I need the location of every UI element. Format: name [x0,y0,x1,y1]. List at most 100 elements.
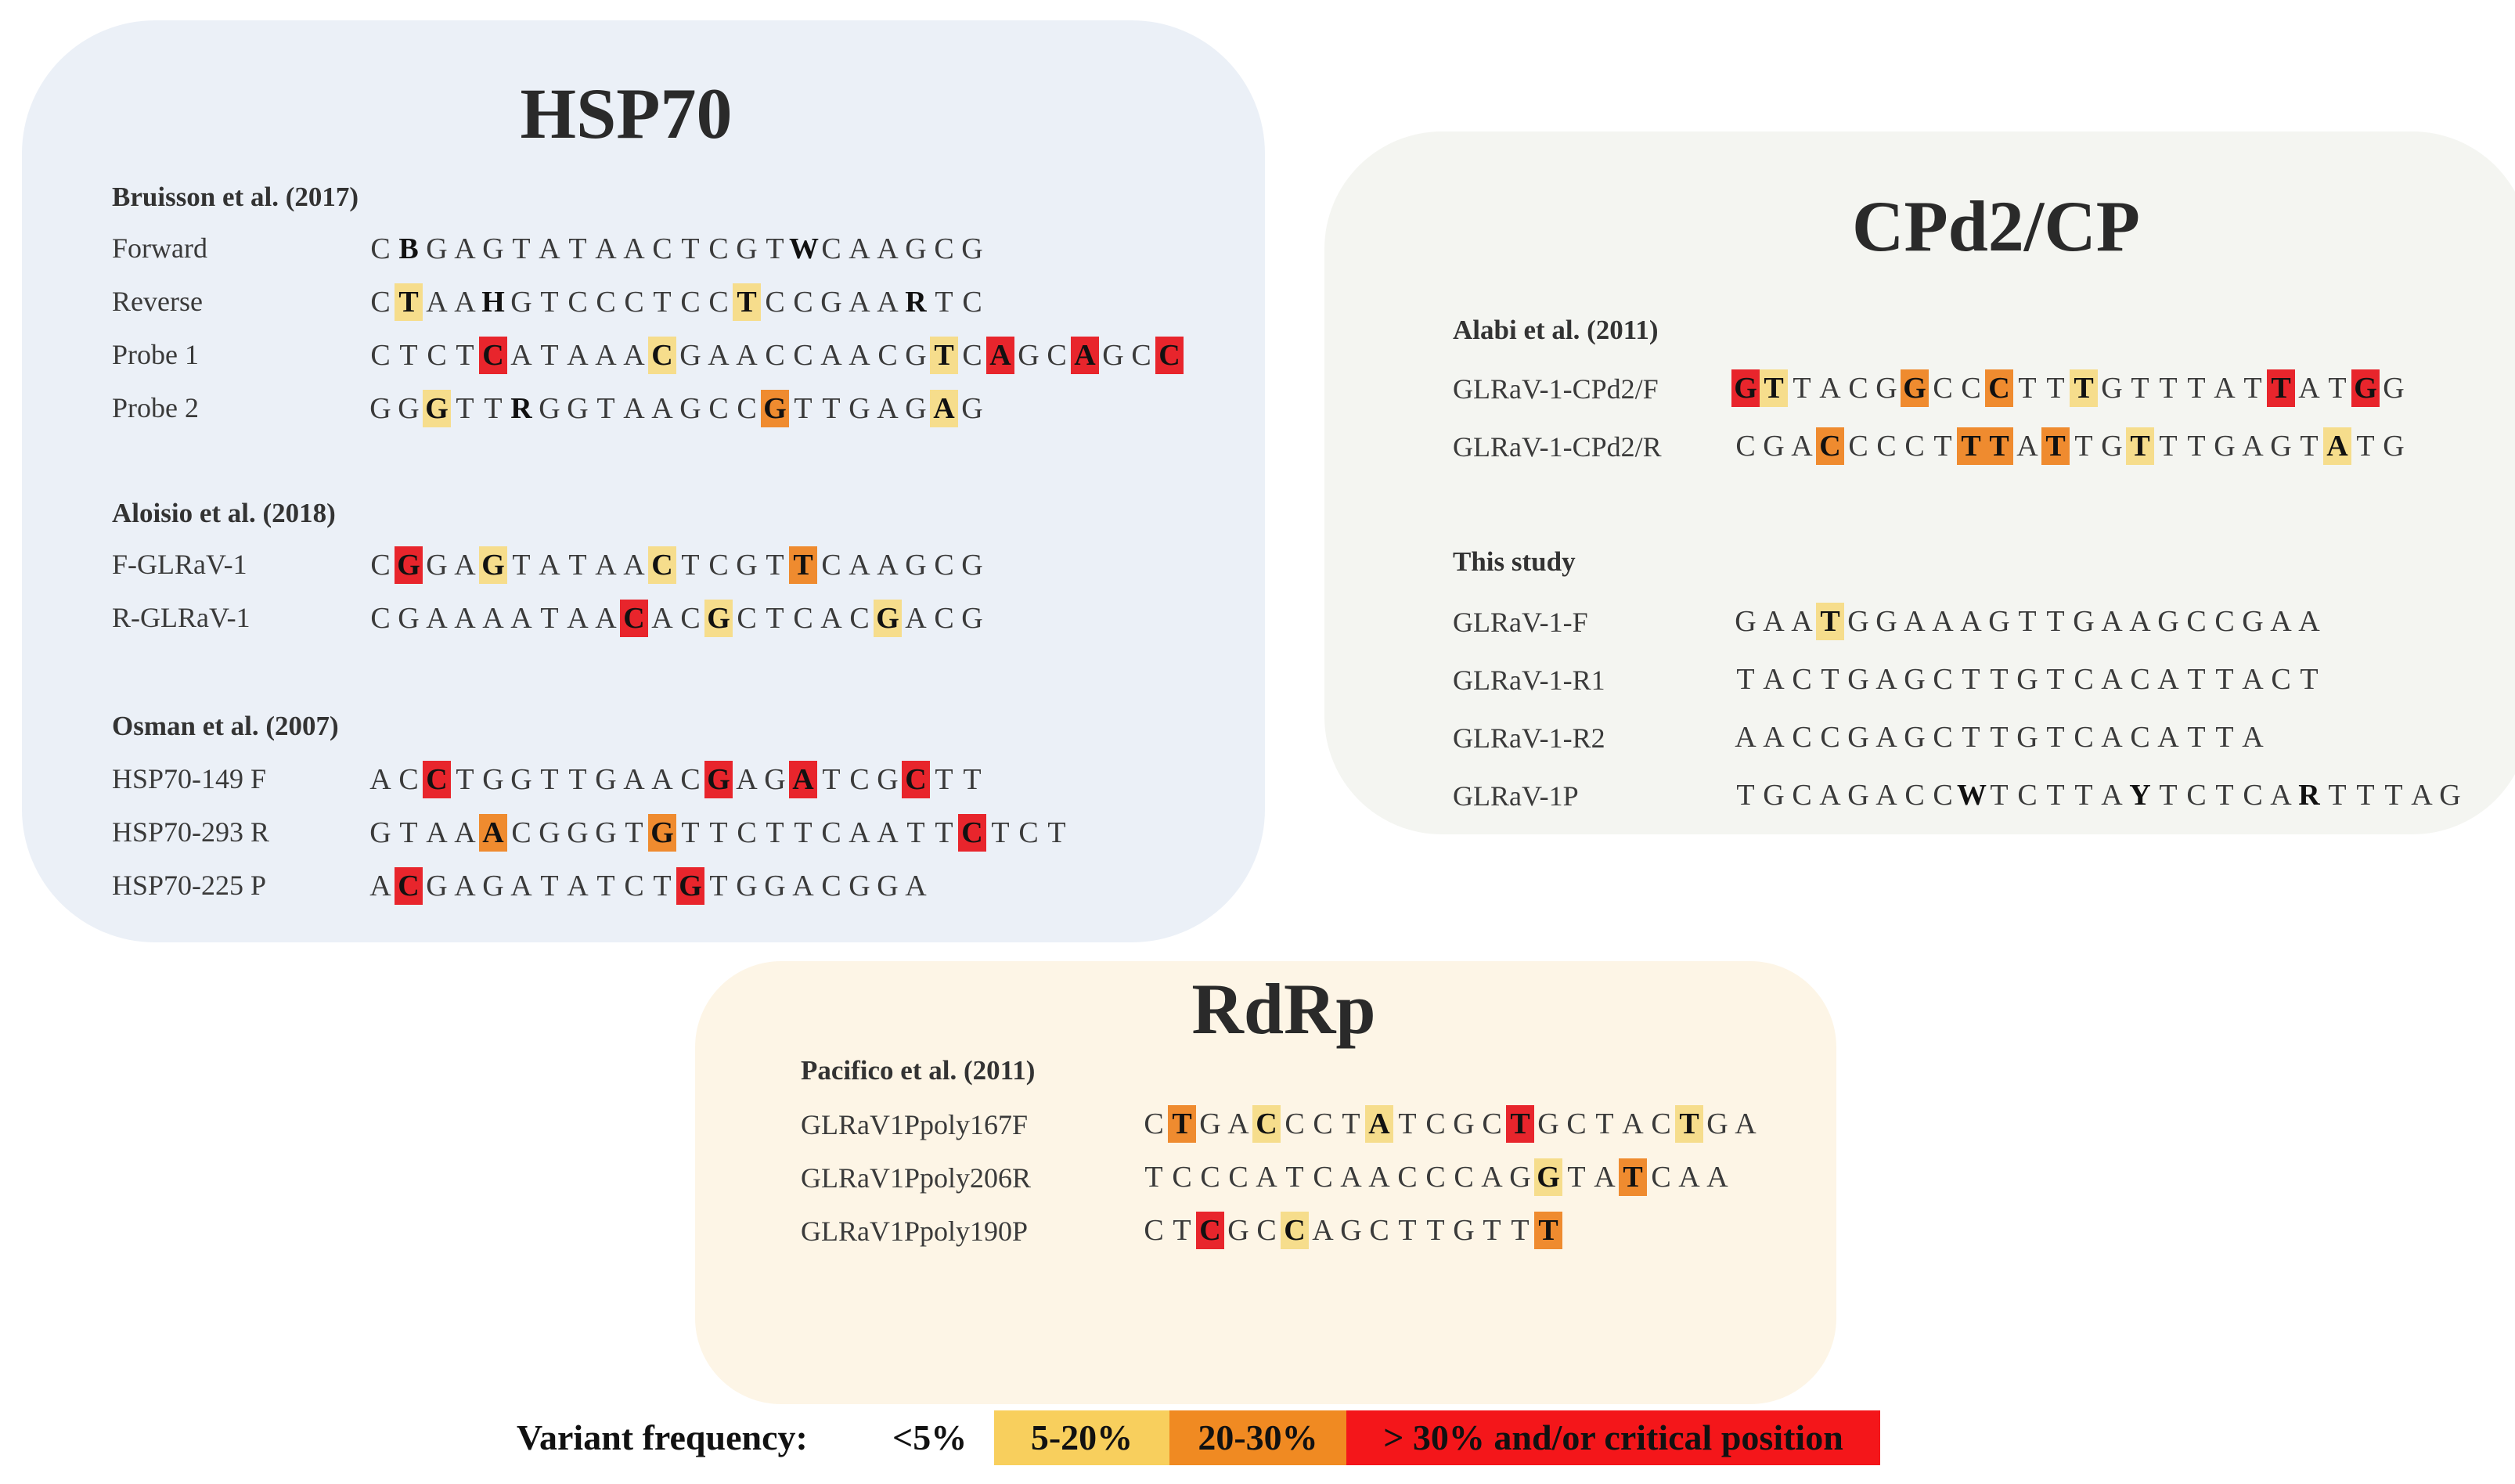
rdrp-title: RdRp [1191,969,1376,1049]
nucleotide: A [651,763,673,796]
nucleotide: T [1534,1212,1562,1249]
nucleotide: T [625,816,643,849]
nucleotide: G [567,392,589,425]
nucleotide: C [1848,430,1868,463]
nucleotide: T [1821,663,1839,696]
nucleotide: A [2242,721,2264,754]
nucleotide: T [794,392,813,425]
nucleotide: G [1102,339,1124,372]
primer-label: Forward [112,232,207,264]
nucleotide: C [1172,1161,1192,1194]
nucleotide: T [766,549,784,582]
nucleotide: A [454,232,476,265]
nucleotide: T [1285,1161,1304,1194]
nucleotide: T [766,816,784,849]
nucleotide: T [1173,1214,1191,1247]
nucleotide: T [766,232,784,265]
nucleotide: T [540,339,559,372]
nucleotide: A [2242,430,2264,463]
nucleotide: C [398,763,419,796]
nucleotide: T [2070,369,2098,407]
primer-label: GLRaV1Ppoly206R [801,1162,1032,1194]
nucleotide: C [1256,1214,1277,1247]
primer-label: HSP70-225 P [112,870,267,901]
nucleotide: T [653,286,672,319]
nucleotide: G [482,763,504,796]
nucleotide: T [512,549,531,582]
nucleotide: A [2298,605,2320,638]
nucleotide: G [398,392,420,425]
nucleotide: T [540,870,559,902]
nucleotide: C [1252,1105,1281,1143]
nucleotide: T [733,283,761,321]
nucleotide: A [849,816,870,849]
nucleotide: T [1619,1158,1647,1196]
primer-label: R-GLRaV-1 [112,602,250,633]
nucleotide: C [680,286,701,319]
nucleotide: G [1706,1108,1728,1140]
nucleotide: T [822,763,841,796]
nucleotide: A [1256,1161,1277,1194]
nucleotide: G [1731,369,1760,407]
nucleotide: C [737,602,757,635]
nucleotide: G [704,761,733,798]
nucleotide: T [709,870,728,902]
nucleotide: T [1793,372,1811,405]
nucleotide: G [2101,430,2123,463]
study-heading-pacifico: Pacifico et al. (2011) [801,1055,1036,1086]
nucleotide: T [1144,1161,1163,1194]
nucleotide: C [1792,779,1812,812]
nucleotide: T [2328,779,2347,812]
nucleotide: A [2298,372,2320,405]
nucleotide: G [736,549,758,582]
nucleotide: A [454,870,476,902]
nucleotide: A [1340,1161,1362,1194]
nucleotide: C [370,232,391,265]
nucleotide: C [620,600,648,637]
nucleotide: A [1819,372,1841,405]
nucleotide: A [877,392,899,425]
nucleotide: C [934,232,954,265]
nucleotide: A [1735,1108,1757,1140]
nucleotide: C [1047,339,1067,372]
nucleotide: T [681,549,700,582]
nucleotide: T [484,392,503,425]
nucleotide: A [426,816,448,849]
nucleotide: C [1933,779,1953,812]
primer-label: GLRaV-1-CPd2/R [1453,431,1662,463]
nucleotide: T [2046,372,2065,405]
nucleotide: T [568,232,587,265]
nucleotide: G [426,870,448,902]
nucleotide: A [736,339,758,372]
nucleotide: T [681,816,700,849]
nucleotide: C [1131,339,1151,372]
nucleotide: G [764,870,786,902]
nucleotide: T [540,763,559,796]
nucleotide: A [369,870,391,902]
nucleotide: G [905,232,927,265]
nucleotide: R [2298,779,2320,812]
nucleotide: G [961,602,983,635]
nucleotide: G [539,392,560,425]
nucleotide: A [482,602,504,635]
nucleotide: G [849,870,870,902]
legend-swatch-20-30-percent: 20-30% [1169,1410,1346,1465]
nucleotide: A [651,602,673,635]
nucleotide: G [905,339,927,372]
nucleotide: G [961,549,983,582]
legend-swatch-over-30-percent: > 30% and/or critical position [1346,1410,1880,1465]
nucleotide: T [2159,372,2178,405]
nucleotide: G [595,816,617,849]
primer-label: GLRaV-1-R2 [1453,722,1605,754]
nucleotide: A [2101,721,2123,754]
nucleotide: C [765,286,785,319]
nucleotide: C [423,761,451,798]
nucleotide: C [849,763,870,796]
nucleotide: C [934,549,954,582]
nucleotide: G [2383,430,2405,463]
nucleotide: T [991,816,1010,849]
